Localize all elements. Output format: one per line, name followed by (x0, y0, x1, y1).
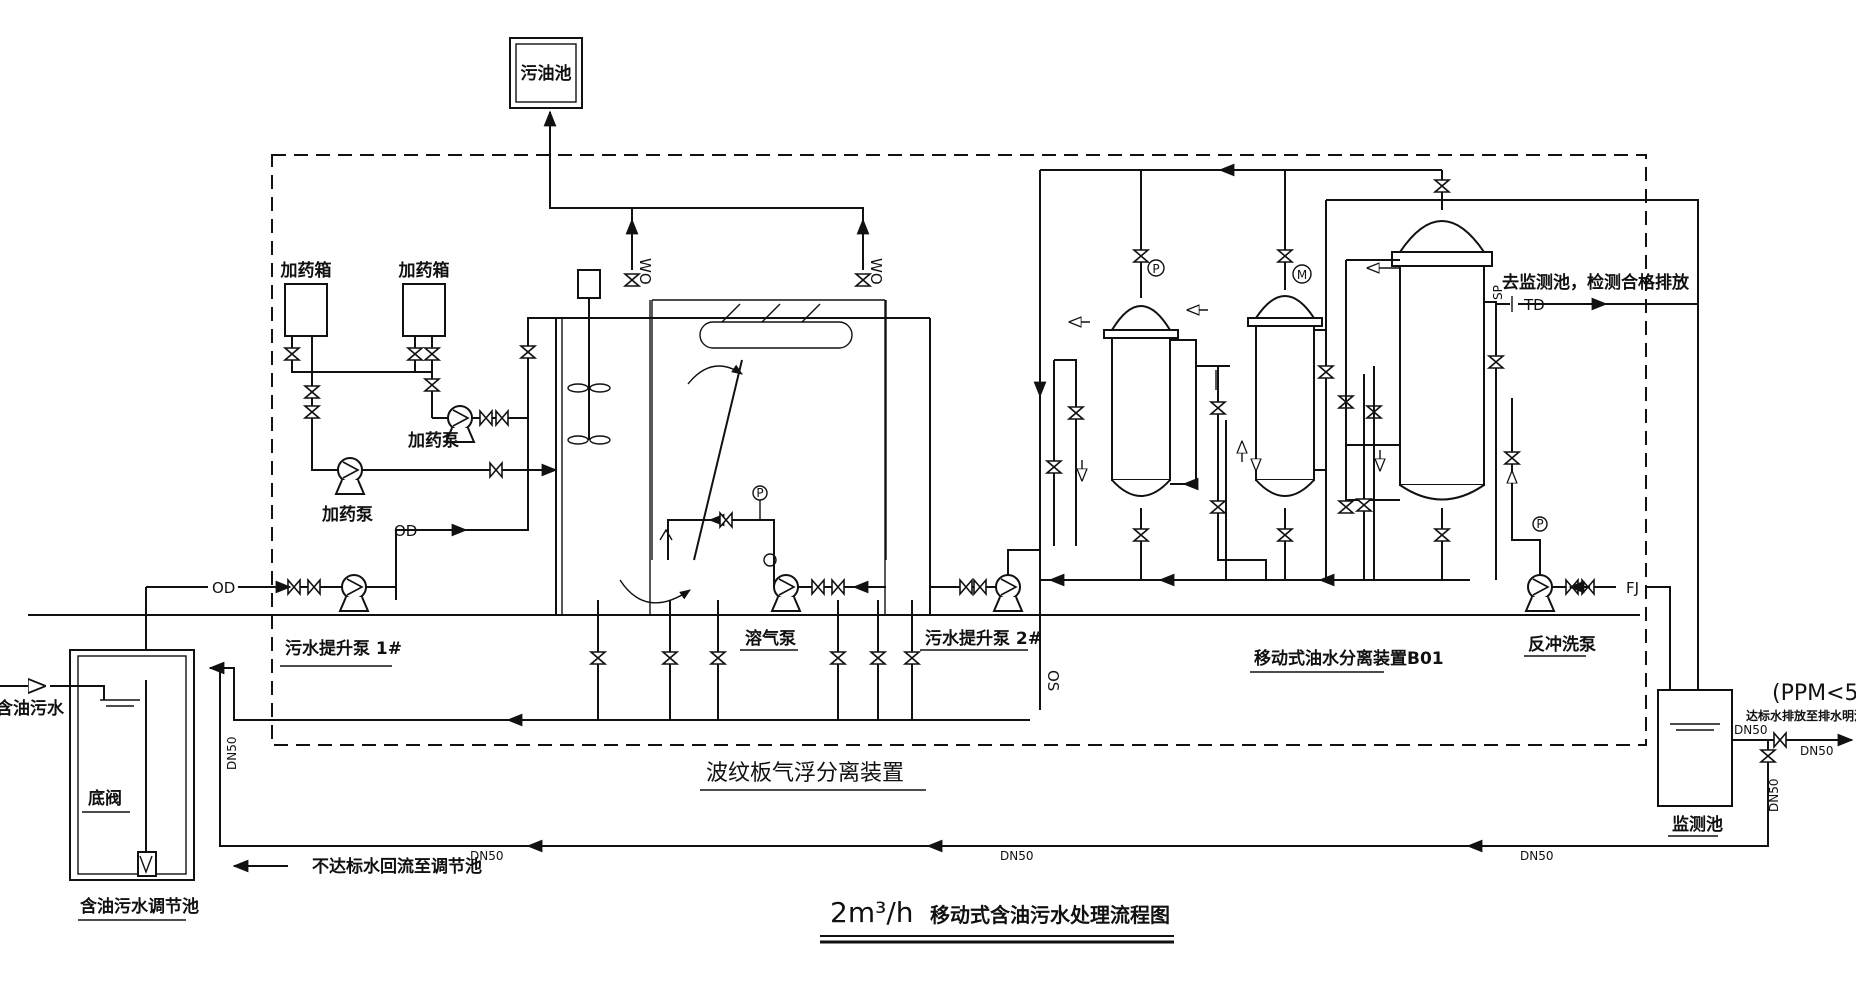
dosing-tank-1-label: 加药箱 (280, 260, 332, 281)
separator-device-label: 移动式油水分离装置B01 (1254, 648, 1444, 669)
pressure-gauge-1 (752, 485, 768, 501)
flotation-tank (555, 269, 931, 615)
separator-column-3 (1391, 170, 1493, 580)
dn50-label-5: DN50 (470, 849, 504, 863)
sewage-lift-pump-2 (993, 574, 1023, 612)
dosing-tank-2-label: 加药箱 (398, 260, 450, 281)
return-note: 不达标水回流至调节池 (312, 856, 482, 877)
bottom-valve-label: 底阀 (88, 788, 122, 809)
fj-label: FJ (1626, 579, 1639, 597)
dn50-label-6: DN50 (1767, 779, 1781, 813)
dosing-tank-2: 加药箱 (398, 260, 450, 337)
backwash-pump-label: 反冲洗泵 (1528, 634, 1596, 655)
wo-line-2 (632, 207, 864, 270)
dissolved-air-pump: 溶气泵 (740, 553, 801, 651)
wo-line (543, 110, 633, 270)
drain-valves (590, 600, 920, 720)
wo-label-1: WO (636, 258, 654, 285)
sp-label: SP (1491, 285, 1505, 300)
dosing-pump-1-label: 加药泵 (407, 430, 459, 451)
separator-column-2: M (1247, 170, 1323, 580)
od-label-2: OD (212, 579, 235, 597)
dosing-pump-2: 加药泵 (321, 457, 373, 525)
title-prefix: 2m³/h (830, 896, 914, 929)
dn50-label-3: DN50 (1520, 849, 1554, 863)
sewage-lift-pump-1 (339, 574, 369, 612)
sewage-pump-2-label: 污水提升泵 2# (925, 628, 1042, 649)
wo-label-2: WO (867, 258, 885, 285)
monitor-pool-label: 监测池 (1672, 814, 1723, 835)
sewage-pump-1-label: 污水提升泵 1# (285, 638, 402, 659)
gauge-p-2: P (1152, 262, 1159, 276)
separator-column-1: P (1103, 170, 1179, 580)
flotation-device-label: 波纹板气浮分离装置 (706, 761, 904, 786)
oily-water-in-label: 含油污水 (0, 698, 65, 719)
dissolved-air-pump-label: 溶气泵 (745, 628, 796, 649)
td-label: TD (1523, 296, 1545, 314)
dn50-label-7: DN50 (225, 737, 239, 771)
to-monitor-label: 去监测池，检测合格排放 (1502, 272, 1690, 293)
od-label-1: OD (394, 522, 417, 540)
dosing-pump-1: 加药泵 (407, 405, 475, 451)
dn50-label-2: DN50 (1800, 744, 1834, 758)
gauge-m: M (1297, 268, 1307, 282)
oil-sludge-tank: 污油池 (509, 37, 583, 109)
os-label: OS (1044, 670, 1062, 691)
diagram-title: 2m³/h 移动式含油污水处理流程图 (820, 896, 1174, 944)
dn50-label-4: DN50 (1000, 849, 1034, 863)
oil-sludge-tank-label: 污油池 (521, 63, 572, 84)
skid-boundary (271, 154, 1647, 746)
gauge-p-1: P (756, 486, 763, 500)
backwash-pump: 反冲洗泵 (1524, 574, 1596, 657)
title-text: 移动式含油污水处理流程图 (930, 903, 1170, 927)
discharge-note: 达标水排放至排水明沟 (1746, 708, 1856, 723)
monitoring-pool: 监测池 (1657, 689, 1733, 837)
dosing-tank-1: 加药箱 (280, 260, 332, 337)
gauge-p-3: P (1536, 517, 1543, 531)
dn50-label-1: DN50 (1734, 723, 1768, 737)
regulating-pool-label: 含油污水调节池 (80, 896, 199, 917)
regulating-pool: 底阀 含油污水调节池 (69, 649, 199, 921)
dosing-pump-2-label: 加药泵 (321, 504, 373, 525)
ppm-label: (PPM<5) (1772, 681, 1856, 706)
